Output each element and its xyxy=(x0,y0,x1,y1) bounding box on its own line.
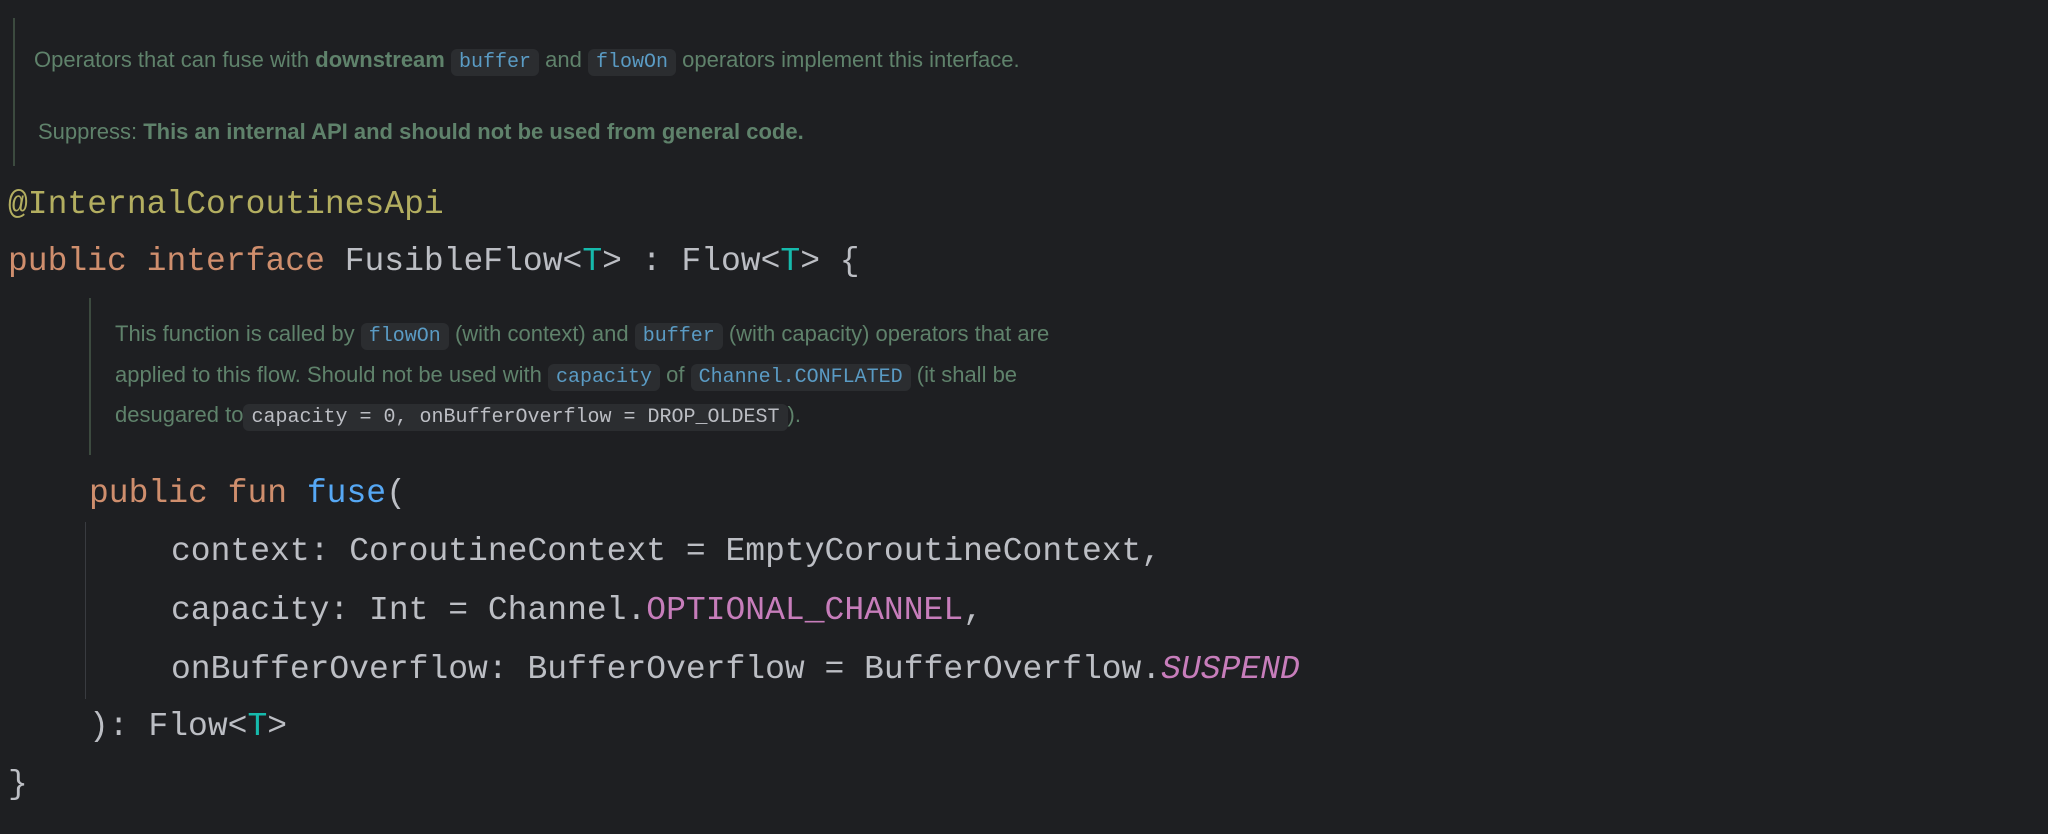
doc-text: Operators that can fuse with xyxy=(34,47,316,72)
suppress-label: Suppress: xyxy=(38,119,138,144)
indent-guide xyxy=(85,522,86,699)
code-chip-buffer[interactable]: buffer xyxy=(634,323,723,350)
closing-brace: } xyxy=(8,766,28,803)
suppress-line: Suppress: This an internal API and shoul… xyxy=(38,116,804,148)
type-param: T xyxy=(780,243,801,280)
suppress-text: This an internal API and should not be u… xyxy=(143,119,804,144)
interface-declaration: public interface FusibleFlow<T> : Flow<T… xyxy=(8,242,860,282)
doc-text: of xyxy=(666,362,685,387)
doc-text: (it shall be xyxy=(916,362,1018,387)
code-chip-flowon[interactable]: flowOn xyxy=(360,323,449,350)
type-param: T xyxy=(582,243,603,280)
keyword: public xyxy=(89,475,208,512)
param-text: onBufferOverflow: BufferOverflow = Buffe… xyxy=(171,651,1162,688)
fun-doc-line-1: This function is called by flowOn (with … xyxy=(115,318,1049,353)
enum-constant: SUSPEND xyxy=(1161,651,1300,688)
brace: > { xyxy=(800,243,860,280)
param-context: context: CoroutineContext = EmptyCorouti… xyxy=(171,533,1162,570)
param-capacity: capacity: Int = Channel.OPTIONAL_CHANNEL… xyxy=(171,591,983,631)
paren: ( xyxy=(386,475,406,512)
interface-name: FusibleFlow< xyxy=(344,243,583,280)
keyword: public xyxy=(8,243,127,280)
code-chip-channel-conflated[interactable]: Channel.CONFLATED xyxy=(690,364,911,391)
code-chip-buffer[interactable]: buffer xyxy=(450,49,539,76)
function-name[interactable]: fuse xyxy=(306,475,387,512)
code-chip-capacity[interactable]: capacity xyxy=(547,364,660,391)
doc-text: operators implement this interface. xyxy=(682,47,1020,72)
return-type: ): Flow<T> xyxy=(89,707,287,747)
constant: OPTIONAL_CHANNEL xyxy=(646,592,964,629)
class-doc-line-1: Operators that can fuse with downstream … xyxy=(34,44,1020,79)
code-chip-flowon[interactable]: flowOn xyxy=(587,49,676,76)
doc-bold: downstream xyxy=(315,47,445,72)
type-param: T xyxy=(247,708,268,745)
annotation: @InternalCoroutinesApi xyxy=(8,186,444,223)
return-text: > xyxy=(267,708,288,745)
doc-text: applied to this flow. Should not be used… xyxy=(115,362,542,387)
supertype: > : Flow< xyxy=(602,243,781,280)
keyword: fun xyxy=(227,475,288,512)
class-doc-comment xyxy=(13,18,15,166)
code-chip-desugared: capacity = 0, onBufferOverflow = DROP_OL… xyxy=(243,404,788,431)
doc-text: and xyxy=(545,47,582,72)
param-onbufferoverflow: onBufferOverflow: BufferOverflow = Buffe… xyxy=(171,650,1300,690)
comma: , xyxy=(963,592,983,629)
fun-doc-line-2: applied to this flow. Should not be used… xyxy=(115,359,1017,394)
fun-doc-comment xyxy=(89,298,91,455)
doc-text: This function is called by xyxy=(115,321,355,346)
doc-text: (with context) and xyxy=(454,321,629,346)
fun-declaration: public fun fuse( xyxy=(89,474,406,514)
doc-text: desugared to xyxy=(115,402,244,427)
doc-text: (with capacity) operators that are xyxy=(728,321,1050,346)
keyword: interface xyxy=(146,243,325,280)
param-text: capacity: Int = Channel. xyxy=(171,592,647,629)
return-text: ): Flow< xyxy=(89,708,248,745)
doc-text: ). xyxy=(787,402,801,427)
